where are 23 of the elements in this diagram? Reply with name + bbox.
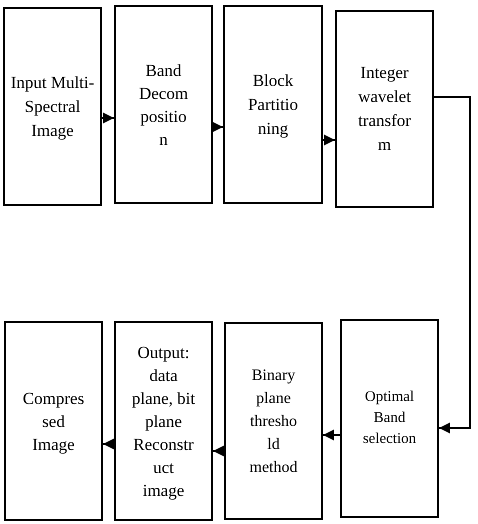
process-box (114, 321, 213, 521)
process-box (224, 322, 323, 520)
arrow (323, 430, 340, 440)
process-box (4, 321, 103, 521)
process-box (223, 5, 323, 204)
arrow (213, 446, 224, 456)
box-label: Band Decom positio n (138, 60, 190, 150)
box-label: Block Partitio ning (246, 70, 300, 140)
arrow (434, 96, 471, 434)
process-box (114, 5, 213, 204)
process-box (335, 10, 434, 208)
box-label: Optimal Band selection (362, 388, 418, 449)
arrow (102, 112, 114, 124)
box-label: Binary plane thresho ld method (248, 366, 298, 478)
arrow (323, 134, 335, 146)
process-box (3, 7, 102, 206)
box-label: Compres sed Image (22, 388, 86, 456)
box-label: Output: data plane, bit plane Reconstr uct image (131, 342, 196, 502)
box-label: Input Multi-Spectral Image (10, 72, 96, 142)
process-box (340, 319, 439, 518)
box-label: Integer wavelet transfor m (357, 62, 412, 156)
arrow (103, 438, 114, 450)
arrow (212, 122, 223, 132)
